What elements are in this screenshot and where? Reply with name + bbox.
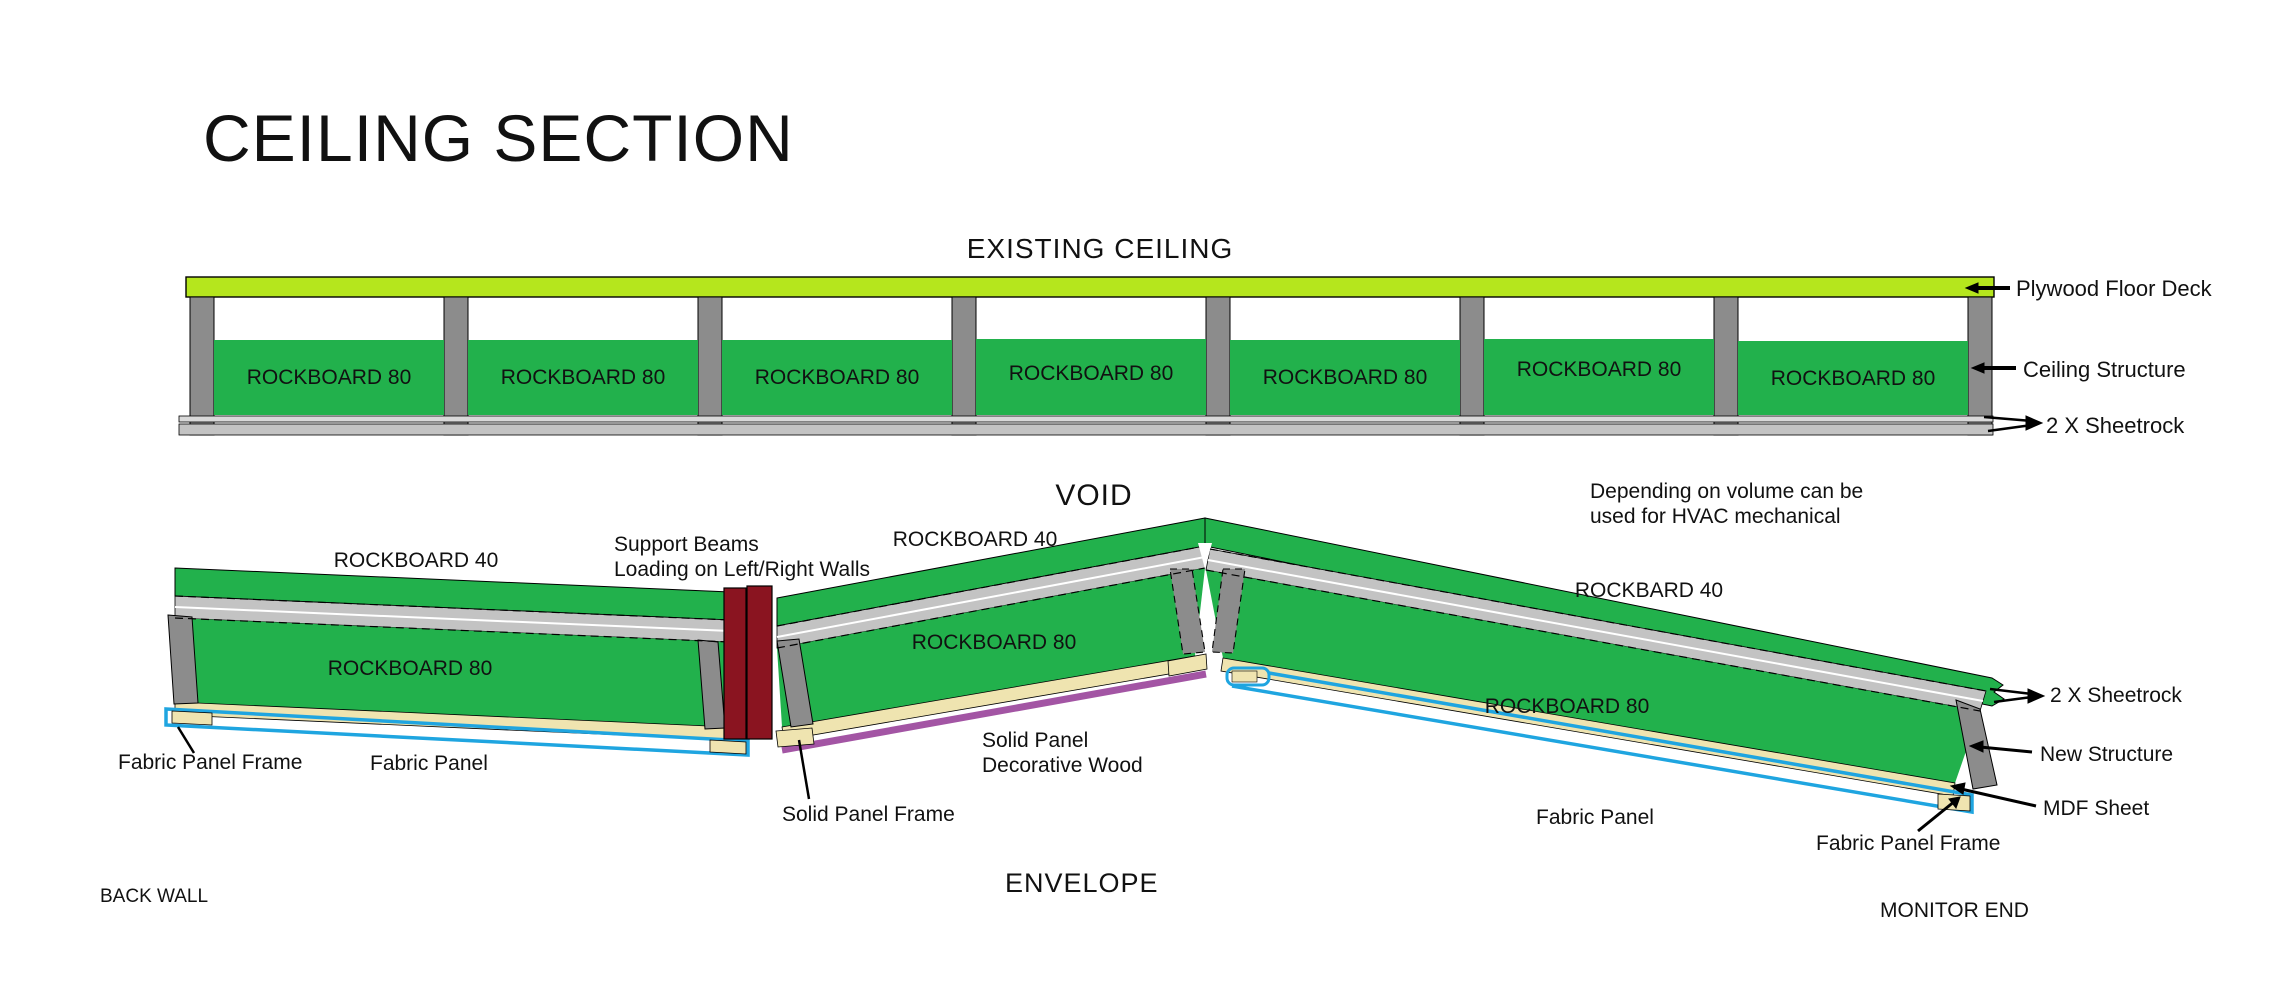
bay-label-5: ROCKBOARD 80	[1262, 366, 1428, 389]
mdf-sheet-label: MDF Sheet	[2043, 797, 2150, 820]
left-end-stud	[167, 614, 199, 705]
solid-frame-arrow	[797, 739, 811, 800]
left-fabric-panel-outline	[164, 707, 750, 757]
peak-white-notch	[1198, 543, 1212, 569]
right-fabric-frame-cap-block	[1231, 670, 1258, 683]
void-label: VOID	[1055, 479, 1133, 512]
middle-dashed-bottom	[776, 567, 1206, 649]
sheetrock-top-label: 2 X Sheetrock	[2046, 413, 2185, 438]
fabric-panel-right-label: Fabric Panel	[1536, 806, 1654, 829]
sheetrock-top-arrowhead	[2025, 415, 2044, 431]
left-fabric-frame-block-left	[171, 710, 213, 726]
fabric-panel-frame-left-label: Fabric Panel Frame	[118, 751, 303, 774]
bay-label-7: ROCKBOARD 80	[1770, 367, 1936, 390]
right-dashed-bottom	[1205, 569, 1981, 712]
solid-frame-block-peak	[1167, 653, 1208, 677]
hvac-note-line1: Depending on volume can be	[1590, 480, 1864, 503]
sheetrock-top-arrow-1	[1983, 415, 2033, 423]
right-fabric-panel-outline	[1231, 671, 1974, 815]
fabric-panel-frame-right-label: Fabric Panel Frame	[1816, 832, 2001, 855]
mdf-tip	[1949, 782, 1966, 795]
envelope-label: ENVELOPE	[1005, 868, 1159, 898]
fabric-panel-left-label: Fabric Panel	[370, 752, 488, 775]
bay-label-3: ROCKBOARD 80	[754, 366, 920, 389]
solid-panel-note: Solid Panel Decorative Wood	[982, 729, 1143, 779]
bay-label-2: ROCKBOARD 80	[500, 366, 666, 389]
existing-ceiling-assembly	[178, 276, 2044, 436]
ceiling-structure-label: Ceiling Structure	[2023, 357, 2186, 382]
support-beam-1	[723, 587, 747, 740]
bay-label-4: ROCKBOARD 80	[1008, 362, 1174, 385]
monitor-end-label: MONITOR END	[1880, 899, 2029, 922]
right-dashed-top	[1209, 548, 1987, 692]
middle-valley-stud	[776, 638, 814, 728]
fabric-frame-right-leader	[1917, 799, 1956, 833]
middle-peak-stud	[1169, 568, 1206, 655]
rockboard80-bays	[214, 339, 1968, 415]
left-band-split	[174, 606, 731, 632]
right-peak-stud	[1211, 568, 1246, 654]
support-beams	[723, 585, 773, 740]
left-fabric-frame-block-right	[709, 739, 747, 755]
ceiling-structure-studs	[189, 296, 1993, 436]
hvac-note: Depending on volume can be used for HVAC…	[1590, 480, 1863, 530]
sheetrock-layer-1	[178, 415, 1994, 423]
sheetrock-right-arrow-2	[1993, 695, 2033, 704]
middle-band-split	[776, 556, 1206, 638]
support-beams-note-line1: Support Beams	[614, 533, 759, 556]
ceiling-structure-leader-tip	[1970, 362, 1985, 374]
middle-rockboard40-label: ROCKBOARD 40	[892, 528, 1058, 551]
sheetrock-right-arrowhead	[2027, 688, 2046, 704]
middle-dashed-top	[776, 545, 1206, 627]
left-dashed-top	[174, 595, 731, 621]
bay-label-1: ROCKBOARD 80	[246, 366, 412, 389]
left-dashed-bottom	[174, 617, 731, 643]
monitor-end-panel	[1198, 517, 2046, 833]
hvac-note-line2: used for HVAC mechanical	[1590, 504, 1841, 528]
right-fabric-frame-cap	[1225, 666, 1271, 687]
right-rockboard80-label: ROCKBOARD 80	[1484, 695, 1650, 718]
page-title: CEILING SECTION	[203, 101, 794, 175]
solid-frame-block-valley	[775, 727, 815, 748]
middle-panel	[775, 517, 1208, 800]
new-structure-label: New Structure	[2040, 743, 2174, 766]
left-rockboard80-body	[175, 618, 730, 727]
decorative-wood-panel	[781, 670, 1207, 754]
solid-panel-note-line2: Decorative Wood	[982, 753, 1143, 777]
left-fabric-frame-arrow	[176, 726, 196, 754]
middle-rockboard80-label: ROCKBOARD 80	[911, 631, 1077, 654]
plywood-floor-deck	[185, 276, 1995, 298]
fabric-frame-right-tip	[1948, 796, 1961, 810]
left-rockboard40-label: ROCKBOARD 40	[333, 549, 499, 572]
right-rockboard40-label: ROCKBARD 40	[1574, 579, 1724, 602]
support-beams-note: Support Beams Loading on Left/Right Wall…	[614, 533, 870, 583]
solid-panel-note-line1: Solid Panel	[982, 729, 1089, 752]
sheetrock-top-arrow-2	[1987, 423, 2033, 433]
sheetrock-right-arrow-1	[1989, 687, 2033, 696]
new-structure-tip	[1968, 740, 1984, 753]
back-wall-panel	[164, 567, 750, 757]
right-rockboard80-body	[1206, 570, 1980, 783]
mdf-leader	[1960, 787, 2037, 808]
solid-panel-frame-label: Solid Panel Frame	[782, 803, 955, 826]
left-rockboard80-label: ROCKBOARD 80	[327, 657, 493, 680]
right-band-split	[1207, 559, 1984, 702]
back-wall-label: BACK WALL	[100, 886, 209, 907]
sheetrock-layer-2	[178, 423, 1994, 436]
middle-rockboard80-body	[777, 568, 1205, 727]
support-beams-note-line2: Loading on Left/Right Walls	[614, 557, 871, 581]
plywood-leader-tip	[1964, 282, 1979, 294]
new-structure-leader	[1979, 745, 2033, 754]
bay-label-6: ROCKBOARD 80	[1516, 358, 1682, 381]
support-beam-2	[746, 585, 773, 740]
sheetrock-right-label: 2 X Sheetrock	[2050, 684, 2182, 707]
existing-ceiling-heading: EXISTING CEILING	[966, 233, 1234, 264]
plywood-floor-deck-label: Plywood Floor Deck	[2016, 276, 2212, 301]
